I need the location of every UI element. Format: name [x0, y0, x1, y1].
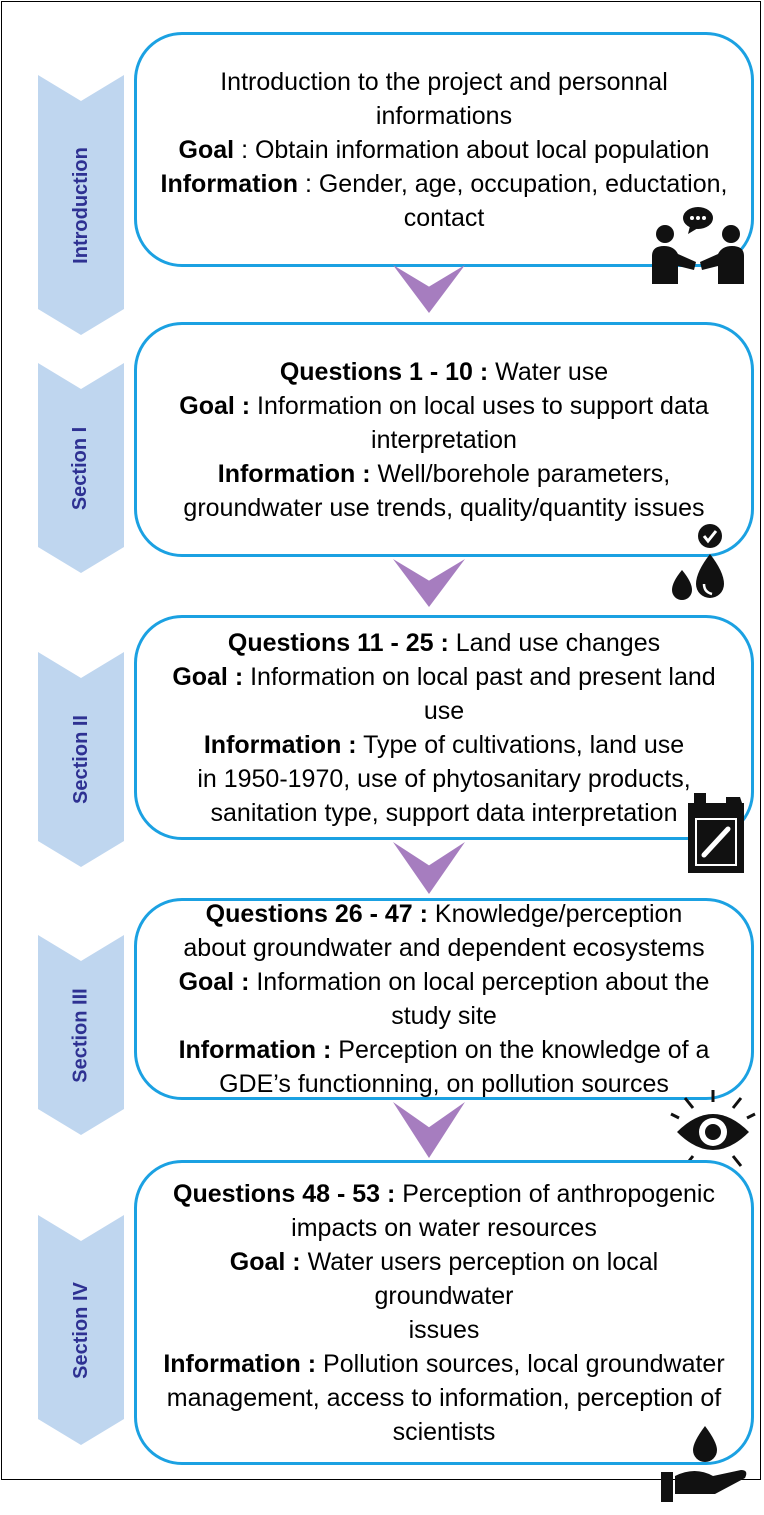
section-text-line: Information : Pollution sources, local g… [163, 1347, 724, 1381]
bold-label: Questions 26 - 47 : [205, 900, 428, 928]
down-arrow [393, 559, 465, 612]
diagram-frame [1, 1, 761, 1480]
line-text: management, access to information, perce… [166, 1383, 722, 1412]
section-tab-label: Section II [69, 715, 92, 804]
line-text: Well/borehole parameters, [370, 459, 671, 488]
line-text: Information on local past and present la… [243, 662, 716, 725]
line-text: study site [391, 1002, 497, 1030]
section-tab-label: Introduction [69, 146, 92, 264]
section-text-line: groundwater use trends, quality/quantity… [183, 491, 704, 525]
section-text-line: sanitation type, support data interpreta… [211, 796, 678, 830]
section-text-line: Questions 1 - 10 : Water use [280, 355, 608, 389]
line-text: scientists [392, 1417, 496, 1446]
section-box: Introduction to the project and personna… [134, 32, 754, 267]
down-arrow [393, 265, 465, 318]
people-talking-icon [648, 204, 748, 299]
section-chevron: Section IV [38, 1215, 124, 1445]
bold-label: Questions 11 - 25 : [227, 628, 449, 657]
bold-label: Information : [217, 459, 371, 488]
line-text: groundwater use trends, quality/quantity… [183, 493, 705, 522]
section-text-line: interpretation [371, 423, 517, 457]
section-text-line: Information : Perception on the knowledg… [179, 1033, 710, 1067]
section-text-line: Goal : Information on local perception a… [179, 965, 710, 999]
section-text-line: management, access to information, perce… [167, 1381, 721, 1415]
line-text: Information on local perception about th… [249, 968, 710, 996]
bold-label: Goal : [229, 1247, 301, 1276]
section-tab-label: Section I [69, 426, 92, 510]
section-chevron: Section II [38, 652, 124, 867]
line-text: : Gender, age, occupation, eductation, [298, 169, 728, 198]
section-chevron: Introduction [38, 75, 124, 335]
bold-label: Questions 48 - 53 : [173, 1179, 396, 1208]
chemical-canister-icon [666, 785, 764, 880]
water-drops-check-icon [652, 520, 752, 615]
bold-label: Information [160, 169, 299, 198]
line-text: sanitation type, support data interpreta… [210, 798, 678, 827]
line-text: : Obtain information about local populat… [234, 135, 710, 164]
bold-label: Information : [203, 730, 357, 759]
section-text-line: Goal : Obtain information about local po… [179, 133, 710, 167]
line-text: Knowledge/perception [427, 900, 683, 928]
section-text-line: impacts on water resources [291, 1211, 597, 1245]
down-arrow [393, 842, 465, 899]
line-text: informations [375, 101, 513, 130]
hand-water-drop-icon [655, 1420, 755, 1515]
line-text: Pollution sources, local groundwater [316, 1349, 725, 1378]
section-text-line: issues [409, 1313, 480, 1347]
section-text-line: contact [404, 201, 485, 235]
line-text: about groundwater and dependent ecosyste… [183, 934, 705, 962]
bold-label: Information : [178, 1036, 332, 1064]
section-tab-label: Section III [69, 987, 92, 1083]
section-text-line: Goal : Water users perception on local g… [159, 1245, 729, 1313]
line-text: Water users perception on local groundwa… [300, 1247, 659, 1310]
section-text-line: about groundwater and dependent ecosyste… [183, 931, 704, 965]
line-text: Water use [488, 357, 609, 386]
bold-label: Information : [163, 1349, 317, 1378]
line-text: GDE’s functionning, on pollution sources [219, 1070, 669, 1098]
bold-label: Goal [178, 135, 235, 164]
section-text-line: Information : Type of cultivations, land… [204, 728, 684, 762]
section-tab-label: Section IV [69, 1281, 92, 1379]
line-text: Perception on the knowledge of a [331, 1036, 710, 1064]
bold-label: Goal : [172, 662, 244, 691]
down-arrow [393, 1102, 465, 1163]
section-text-line: Goal : Information on local past and pre… [159, 660, 729, 728]
line-text: Information on local uses to support dat… [250, 391, 709, 420]
line-text: Land use changes [448, 628, 661, 657]
section-text-line: Questions 11 - 25 : Land use changes [228, 626, 660, 660]
bold-label: Questions 1 - 10 : [279, 357, 489, 386]
line-text: in 1950-1970, use of phytosanitary produ… [197, 764, 691, 793]
section-chevron: Section III [38, 935, 124, 1135]
section-text-line: in 1950-1970, use of phytosanitary produ… [197, 762, 690, 796]
section-box: Questions 26 - 47 : Knowledge/perception… [134, 898, 754, 1100]
line-text: interpretation [371, 425, 517, 454]
line-text: contact [403, 203, 485, 232]
section-chevron: Section I [38, 363, 124, 573]
section-text-line: Introduction to the project and personna… [220, 65, 668, 99]
line-text: impacts on water resources [291, 1213, 597, 1242]
section-text-line: Questions 48 - 53 : Perception of anthro… [173, 1177, 715, 1211]
section-text-line: Goal : Information on local uses to supp… [179, 389, 708, 423]
bold-label: Goal : [178, 968, 250, 996]
line-text: Introduction to the project and personna… [220, 67, 668, 96]
section-text-line: scientists [393, 1415, 496, 1449]
section-text-line: GDE’s functionning, on pollution sources [219, 1067, 669, 1101]
section-text-line: Questions 26 - 47 : Knowledge/perception [206, 897, 683, 931]
line-text: issues [408, 1315, 480, 1344]
line-text: Type of cultivations, land use [356, 730, 685, 759]
section-text-line: informations [376, 99, 512, 133]
section-text-line: Information : Gender, age, occupation, e… [161, 167, 728, 201]
section-text-line: study site [391, 999, 497, 1033]
section-text-line: Information : Well/borehole parameters, [218, 457, 670, 491]
bold-label: Goal : [179, 391, 251, 420]
section-box: Questions 48 - 53 : Perception of anthro… [134, 1160, 754, 1465]
line-text: Perception of anthropogenic [395, 1179, 715, 1208]
